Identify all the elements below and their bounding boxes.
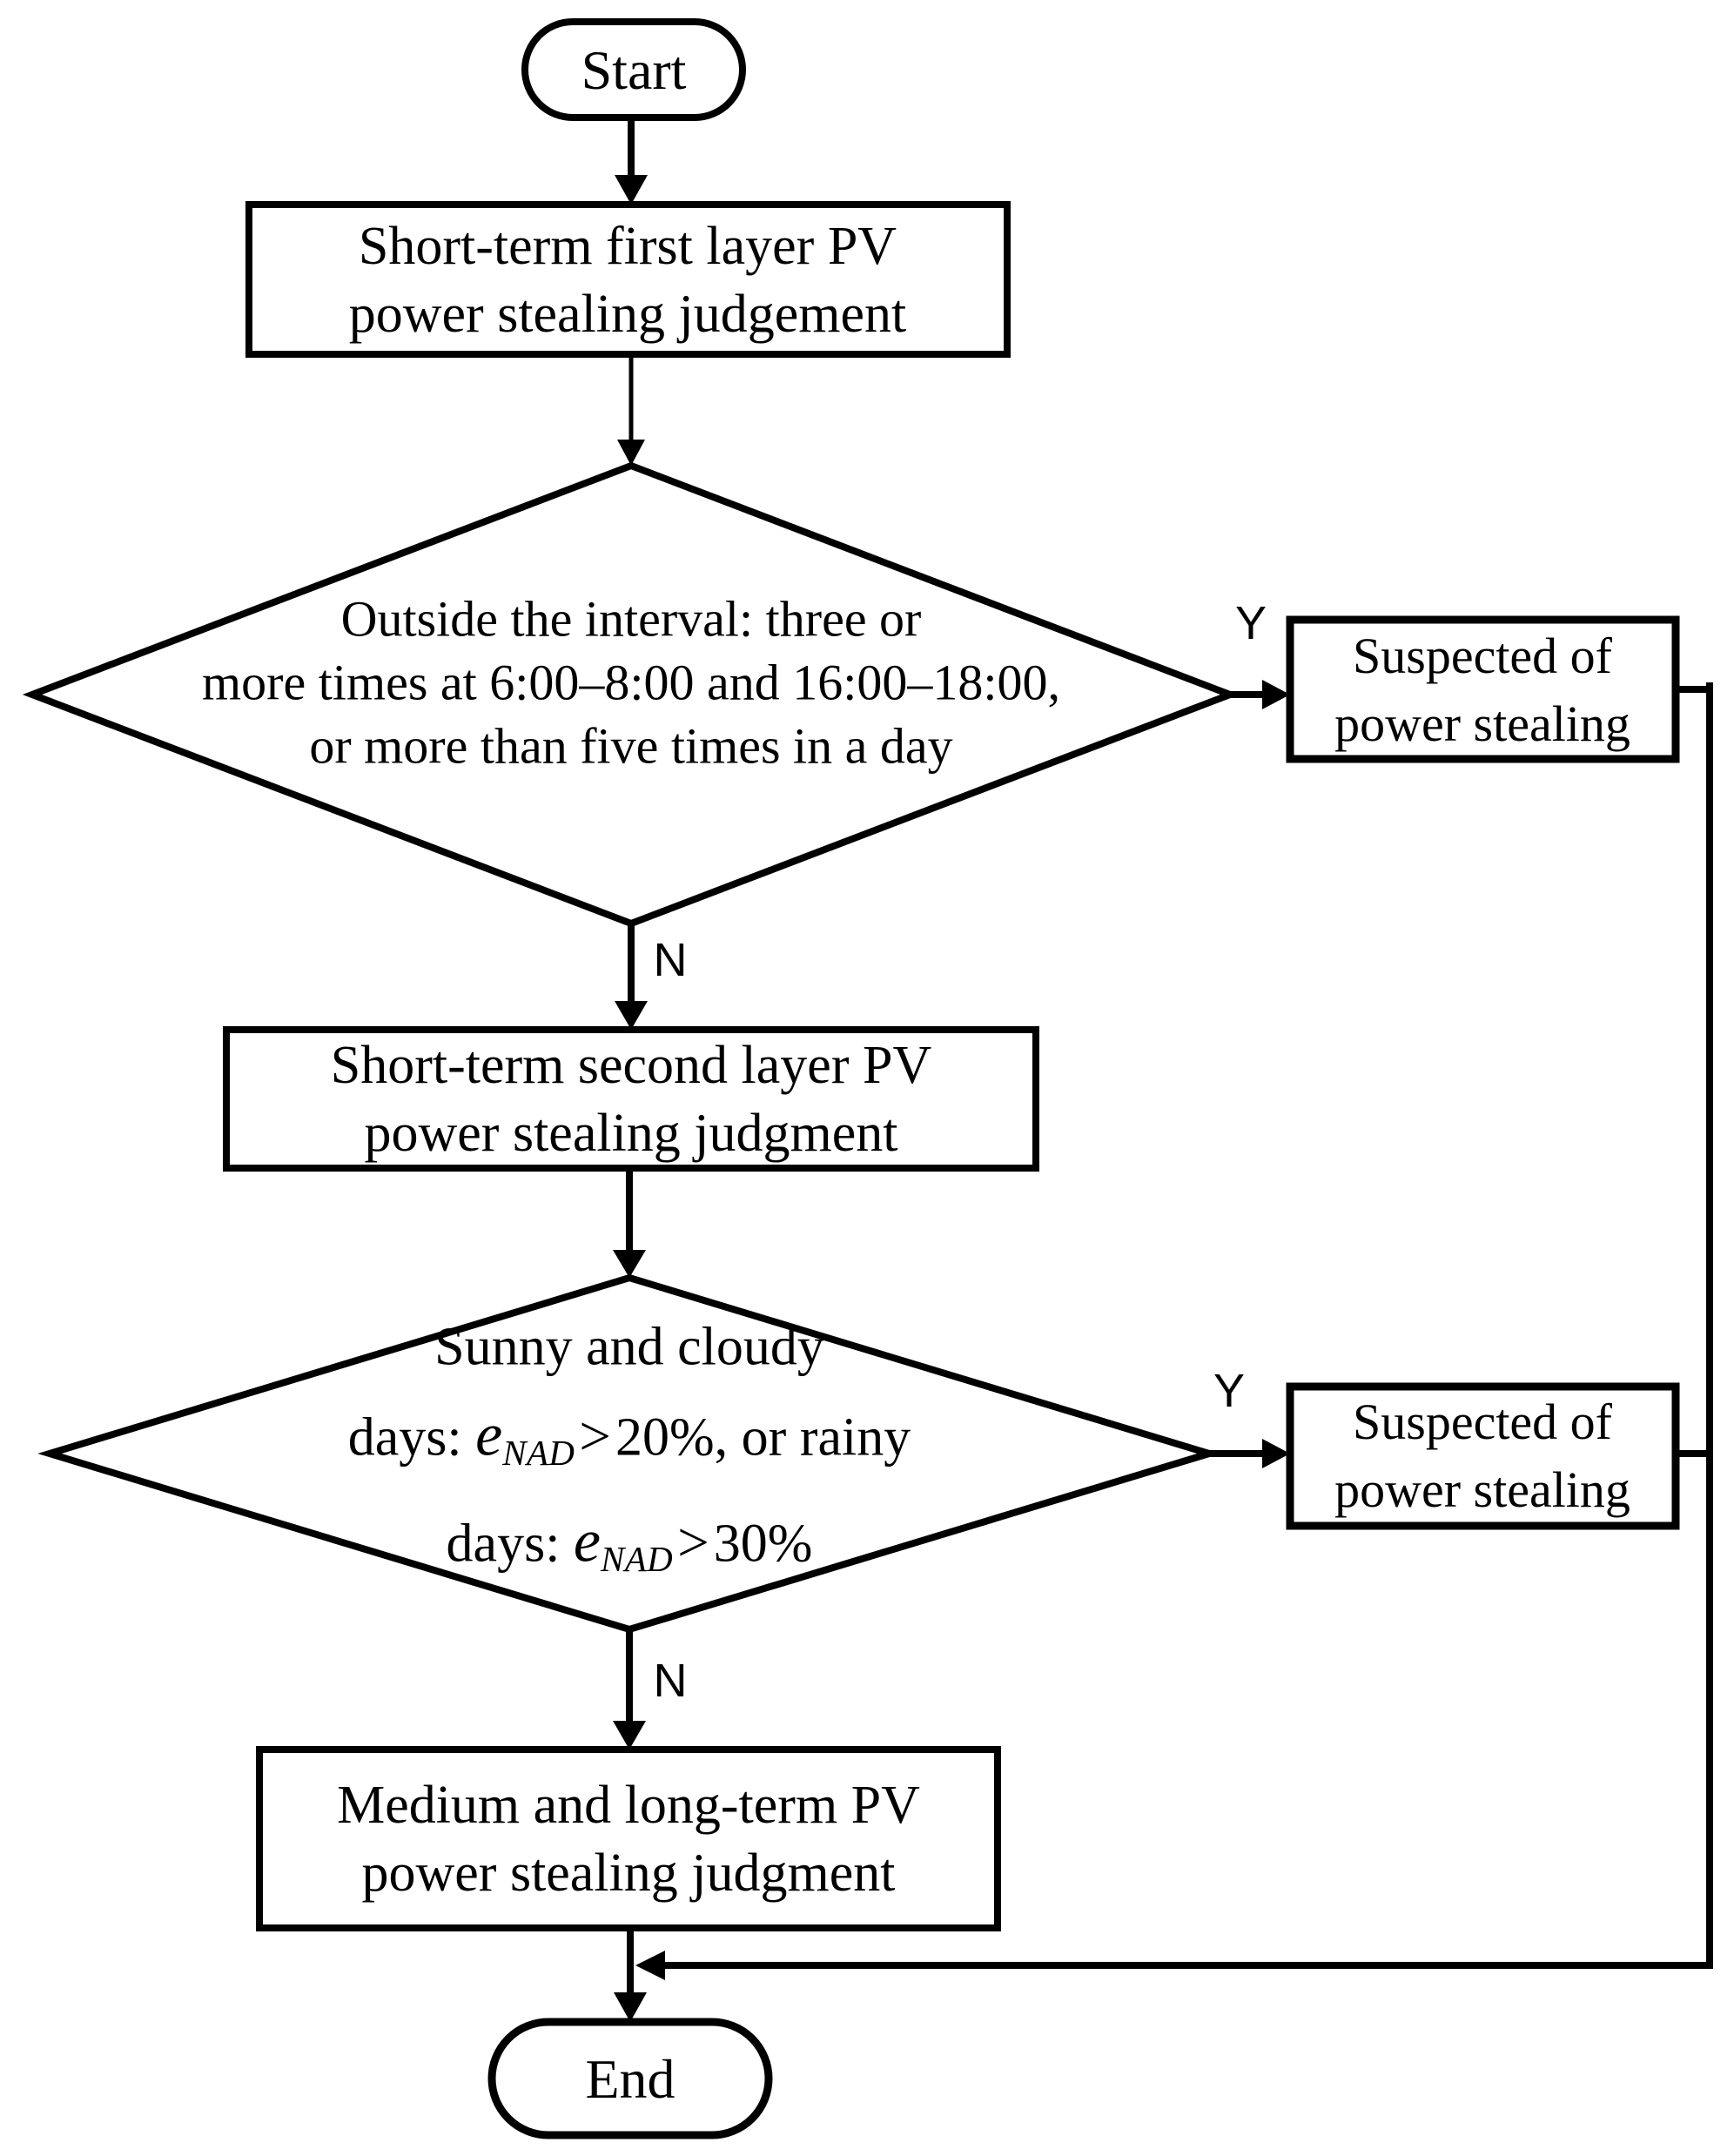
box2-line1: Short-term second layer PV <box>330 1036 932 1095</box>
decision1-node-label: Outside the interval: three or more time… <box>202 588 1060 778</box>
merge-arrowhead <box>635 1951 665 1980</box>
decision2-line3-subscript: NAD <box>601 1540 674 1580</box>
decision2-yes-label: Y <box>1213 1365 1246 1417</box>
box2-line2: power stealing judgment <box>364 1104 898 1163</box>
arrowhead-box2-decision2 <box>613 1250 646 1278</box>
start-node-label: Start <box>581 39 687 101</box>
start-node-shape <box>521 18 746 121</box>
arrowhead-decision1-no <box>615 1001 648 1030</box>
decision2-line2-var: e <box>475 1401 503 1469</box>
box2-node-label: Short-term second layer PV power stealin… <box>331 1031 931 1167</box>
decision2-line2-operator: > <box>579 1405 612 1468</box>
decision1-yes-label: Y <box>1234 597 1267 649</box>
decision2-node-shape <box>37 1273 1221 1634</box>
arrowhead-decision1-yes <box>1262 680 1290 709</box>
box3-line1: Medium and long-term PV <box>337 1776 920 1835</box>
suspected2-line2: power stealing <box>1334 1461 1630 1518</box>
decision1-line3: or more than five times in a day <box>309 717 953 775</box>
box1-line1: Short-term first layer PV <box>358 217 897 276</box>
suspected1-node-label: Suspected of power stealing <box>1334 622 1630 758</box>
box3-line2: power stealing judgment <box>361 1844 896 1903</box>
suspected1-node-shape <box>1286 615 1680 763</box>
decision2-line3-rest: 30% <box>713 1515 813 1574</box>
box3-node-shape <box>256 1746 1001 1931</box>
decision1-line1: Outside the interval: three or <box>340 590 922 648</box>
arrowhead-decision2-yes <box>1262 1439 1290 1468</box>
box3-node-label: Medium and long-term PV power stealing j… <box>337 1771 920 1907</box>
suspected1-line2: power stealing <box>1334 695 1630 752</box>
box1-line2: power stealing judgement <box>348 285 907 344</box>
decision2-line1: Sunny and cloudy <box>434 1317 824 1377</box>
arrowhead-box3-end <box>614 1992 647 2022</box>
end-node-label: End <box>585 2048 675 2110</box>
box2-node-shape <box>223 1026 1039 1172</box>
decision2-line2-prefix: days: <box>347 1407 476 1468</box>
decision2-line3-var: e <box>573 1508 602 1575</box>
decision2-line3: days: eNAD>30% <box>348 1498 911 1604</box>
box1-node-label: Short-term first layer PV power stealing… <box>349 212 907 348</box>
suspected1-line1: Suspected of <box>1353 628 1612 684</box>
box1-node-shape <box>245 201 1011 358</box>
decision2-line2-rest: 20%, or rainy <box>615 1407 911 1468</box>
decision2-no-label: N <box>653 1655 688 1707</box>
decision1-node-shape <box>22 461 1240 928</box>
suspected2-line1: Suspected of <box>1353 1394 1612 1450</box>
end-node-shape <box>487 2018 773 2139</box>
decision2-line3-prefix: days: <box>446 1515 574 1574</box>
suspected2-node-label: Suspected of power stealing <box>1334 1388 1630 1524</box>
decision2-line2-subscript: NAD <box>502 1434 575 1473</box>
decision2-line3-operator: > <box>677 1512 709 1575</box>
decision1-no-label: N <box>653 934 688 986</box>
arrowhead-decision2-no <box>613 1721 646 1750</box>
decision2-node-label: Sunny and cloudy days: eNAD>20%, or rain… <box>348 1303 911 1605</box>
decision1-line2: more times at 6:00–8:00 and 16:00–18:00, <box>202 654 1060 711</box>
arrowhead-box1-decision1 <box>617 440 645 466</box>
decision2-line2: days: eNAD>20%, or rainy <box>348 1392 911 1498</box>
arrowhead-start-box1 <box>615 175 648 205</box>
suspected2-node-shape <box>1286 1382 1680 1530</box>
